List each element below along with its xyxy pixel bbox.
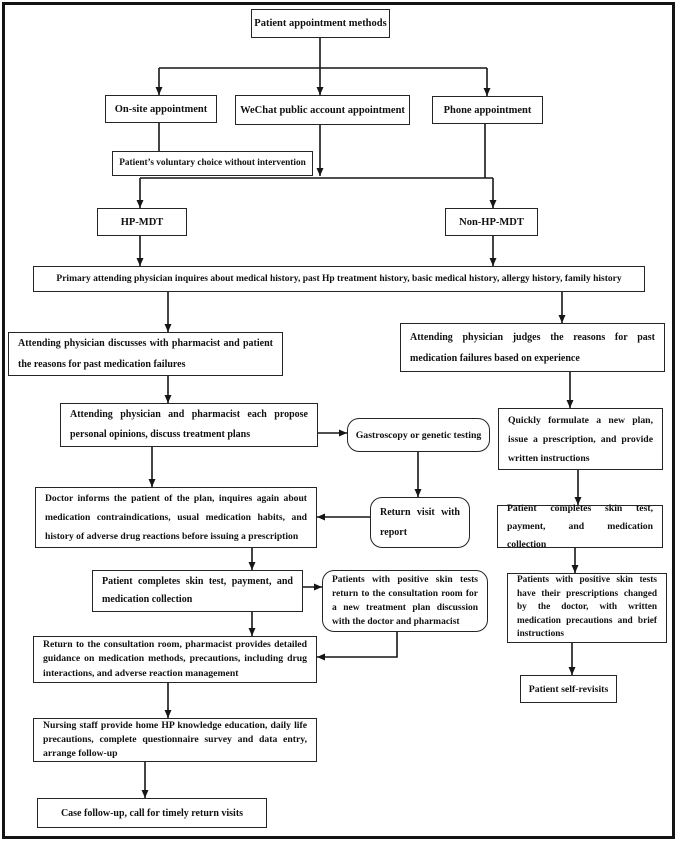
node-positive-return-consultation: Patients with positive skin tests return… (322, 570, 488, 632)
node-judge-failures: Attending physician judges the reasons f… (400, 323, 665, 372)
node-doctor-informs-label: Doctor informs the patient of the plan, … (45, 493, 307, 542)
node-return-visit-with-report: Return visit with report (370, 497, 470, 548)
node-positive-return-label: Patients with positive skin tests return… (332, 575, 478, 627)
node-gastroscopy-genetic-testing: Gastroscopy or genetic testing (347, 418, 490, 452)
node-quick-plan: Quickly formulate a new plan, issue a pr… (498, 408, 663, 470)
node-propose-opinions: Attending physician and pharmacist each … (60, 403, 318, 447)
node-discuss-failures-label: Attending physician discusses with pharm… (18, 338, 273, 370)
node-patient-appointment-methods: Patient appointment methods (251, 9, 390, 38)
node-phone-appointment: Phone appointment (432, 96, 543, 124)
node-patient-self-revisits: Patient self-revisits (520, 675, 617, 703)
node-doctor-informs: Doctor informs the patient of the plan, … (35, 487, 317, 548)
node-hp-mdt: HP-MDT (97, 208, 187, 236)
node-positive-prescription-changed: Patients with positive skin tests have t… (507, 573, 667, 643)
node-non-hp-mdt: Non-HP-MDT (445, 208, 538, 236)
node-skin-test-left: Patient completes skin test, payment, an… (92, 570, 303, 612)
node-skin-test-right: Patient completes skin test, payment, an… (497, 503, 663, 550)
node-voluntary-choice: Patient’s voluntary choice without inter… (112, 151, 313, 176)
node-discuss-failures: Attending physician discusses with pharm… (8, 332, 283, 376)
node-onsite-appointment: On-site appointment (105, 95, 217, 123)
node-return-visit-label: Return visit with report (380, 506, 460, 538)
node-skin-test-right-label: Patient completes skin test, payment, an… (507, 502, 653, 550)
node-pharmacist-guidance-label: Return to the consultation room, pharmac… (43, 638, 307, 679)
node-case-followup: Case follow-up, call for timely return v… (37, 798, 267, 828)
node-positive-changed-label: Patients with positive skin tests have t… (517, 575, 657, 640)
node-nursing-education: Nursing staff provide home HP knowledge … (33, 718, 317, 762)
node-propose-opinions-label: Attending physician and pharmacist each … (70, 409, 308, 440)
node-skin-test-left-label: Patient completes skin test, payment, an… (102, 576, 293, 605)
node-nursing-education-label: Nursing staff provide home HP knowledge … (43, 720, 307, 759)
node-judge-failures-label: Attending physician judges the reasons f… (410, 331, 655, 364)
node-quick-plan-label: Quickly formulate a new plan, issue a pr… (508, 414, 653, 464)
node-wechat-appointment: WeChat public account appointment (235, 95, 410, 125)
node-pharmacist-guidance: Return to the consultation room, pharmac… (33, 636, 317, 683)
node-primary-inquiry: Primary attending physician inquires abo… (33, 266, 645, 292)
